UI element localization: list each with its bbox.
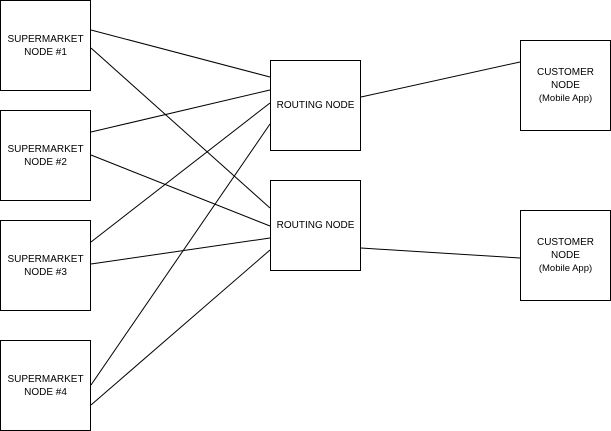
edge-rt1-cu1 xyxy=(360,61,521,98)
customer-node-2-line1: CUSTOMER xyxy=(536,237,595,248)
customer-node-2-line2: NODE xyxy=(551,250,580,261)
supermarket-node-3: SUPERMARKET NODE #3 xyxy=(0,220,91,311)
supermarket-node-2: SUPERMARKET NODE #2 xyxy=(0,110,91,201)
routing-node-1: ROUTING NODE xyxy=(270,60,361,151)
edge-sm4-rt2 xyxy=(90,249,271,406)
edge-rt2-cu2 xyxy=(360,247,521,259)
supermarket-node-2-line2: NODE #2 xyxy=(24,156,67,168)
edge-sm4-rt1 xyxy=(90,123,271,386)
edge-sm2-rt2 xyxy=(90,154,271,227)
edge-sm3-rt2 xyxy=(90,237,271,265)
supermarket-node-4-line2: NODE #4 xyxy=(24,386,67,398)
edge-sm1-rt1 xyxy=(90,29,271,78)
supermarket-node-1-line1: SUPERMARKET xyxy=(7,33,84,45)
edge-sm2-rt1 xyxy=(90,89,271,133)
routing-node-2-label: ROUTING NODE xyxy=(276,220,355,231)
routing-node-2: ROUTING NODE xyxy=(270,180,361,271)
customer-node-2: CUSTOMER NODE (Mobile App) xyxy=(520,210,611,301)
edge-sm1-rt2 xyxy=(90,47,271,209)
supermarket-node-2-line1: SUPERMARKET xyxy=(7,143,84,155)
supermarket-node-1: SUPERMARKET NODE #1 xyxy=(0,0,91,91)
supermarket-node-1-line2: NODE #1 xyxy=(24,46,67,58)
supermarket-node-3-line1: SUPERMARKET xyxy=(7,253,84,265)
customer-node-1: CUSTOMER NODE (Mobile App) xyxy=(520,40,611,131)
customer-node-2-line3: (Mobile App) xyxy=(538,263,593,274)
customer-node-1-line3: (Mobile App) xyxy=(538,93,593,104)
supermarket-node-3-line2: NODE #3 xyxy=(24,266,67,278)
routing-node-1-label: ROUTING NODE xyxy=(276,100,355,111)
supermarket-node-4: SUPERMARKET NODE #4 xyxy=(0,340,91,431)
customer-node-1-line1: CUSTOMER xyxy=(536,67,595,78)
supermarket-node-4-line1: SUPERMARKET xyxy=(7,373,84,385)
customer-node-1-line2: NODE xyxy=(551,80,580,91)
edge-sm3-rt1 xyxy=(90,102,271,243)
